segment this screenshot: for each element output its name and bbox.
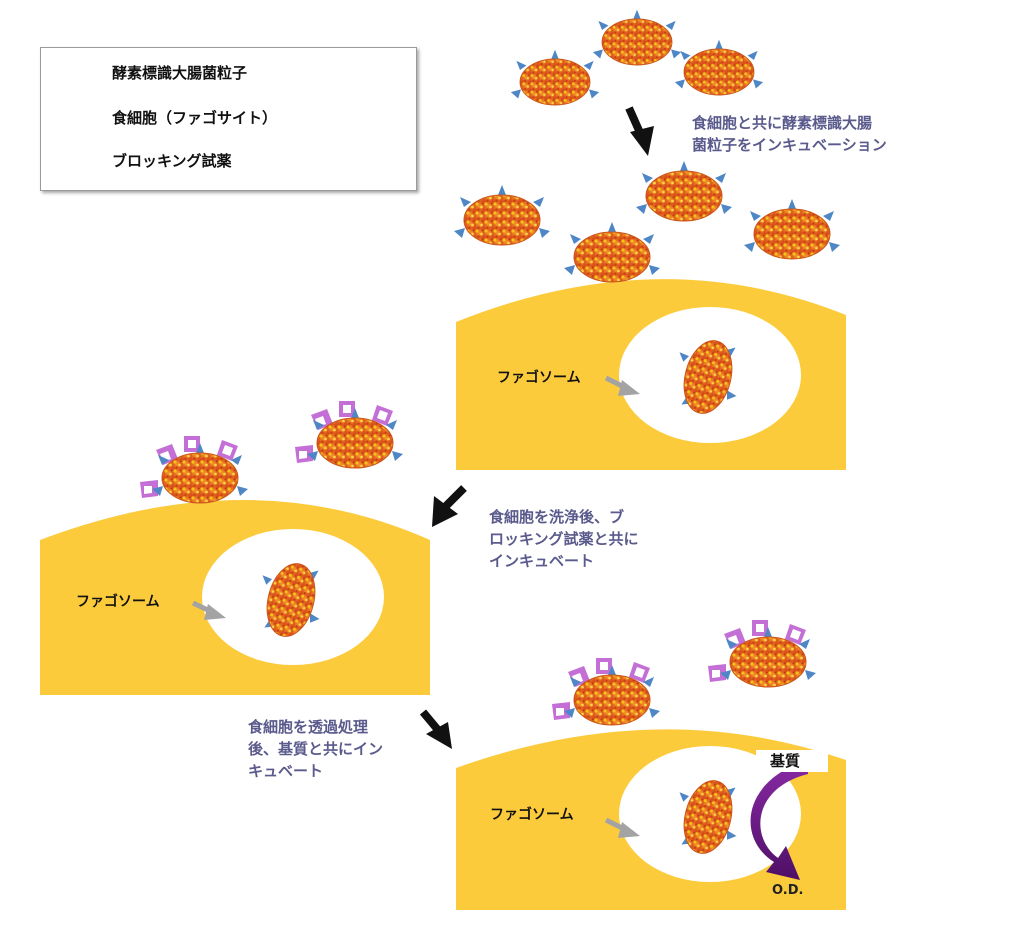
- legend-blocking-label: ブロッキング試薬: [112, 152, 232, 170]
- step3-line1: 食細胞を透過処理: [248, 718, 369, 736]
- step3-line2: 後、基質と共にイン: [248, 740, 384, 758]
- bacterium-particle: [674, 39, 764, 96]
- bacterium-particle: [563, 221, 661, 283]
- step1-line2: 菌粒子をインキュベーション: [692, 136, 887, 154]
- step2-line3: インキュベート: [489, 552, 595, 570]
- legend-bacteria-label: 酵素標識大腸菌粒子: [112, 64, 248, 82]
- blocked-bacterium: [140, 436, 248, 503]
- substrate-arrow: [750, 760, 808, 880]
- legend: [40, 47, 417, 191]
- step3-line3: キュベート: [248, 762, 324, 780]
- step2-arrow: [432, 485, 467, 527]
- bacterium-particle: [510, 49, 600, 106]
- bacterium-particle: [453, 184, 551, 246]
- step1-line1: 食細胞と共に酵素標識大腸: [692, 114, 873, 132]
- bacterium-particle: [635, 160, 733, 222]
- step3-text: 食細胞を透過処理 後、基質と共にイン キュベート: [248, 716, 383, 782]
- phagosome-label-1: ファゴソーム: [497, 370, 581, 386]
- blocked-bacterium: [295, 401, 403, 468]
- bacterium-particle: [743, 198, 841, 260]
- pointer-arrow: [604, 817, 640, 838]
- step1-text: 食細胞と共に酵素標識大腸 菌粒子をインキュベーション: [692, 112, 887, 156]
- substrate-label: 基質: [756, 750, 828, 772]
- bacterium-particle: [592, 9, 682, 66]
- step3-arrow: [419, 709, 452, 749]
- blocked-bacterium: [708, 620, 816, 687]
- step2-text: 食細胞を洗浄後、ブ ロッキング試薬と共に インキュベート: [489, 506, 639, 572]
- step1-arrow: [625, 106, 654, 156]
- legend-phagocyte-label: 食細胞（ファゴサイト）: [112, 109, 278, 127]
- step2-line1: 食細胞を洗浄後、ブ: [489, 508, 625, 526]
- step2-line2: ロッキング試薬と共に: [489, 530, 639, 548]
- od-label: O.D.: [772, 883, 804, 898]
- blocked-bacterium: [552, 658, 660, 725]
- phagosome-label-2: ファゴソーム: [76, 594, 160, 610]
- pointer-arrow: [604, 375, 640, 396]
- pointer-arrow: [191, 600, 226, 620]
- phagosome-label-3: ファゴソーム: [490, 807, 574, 823]
